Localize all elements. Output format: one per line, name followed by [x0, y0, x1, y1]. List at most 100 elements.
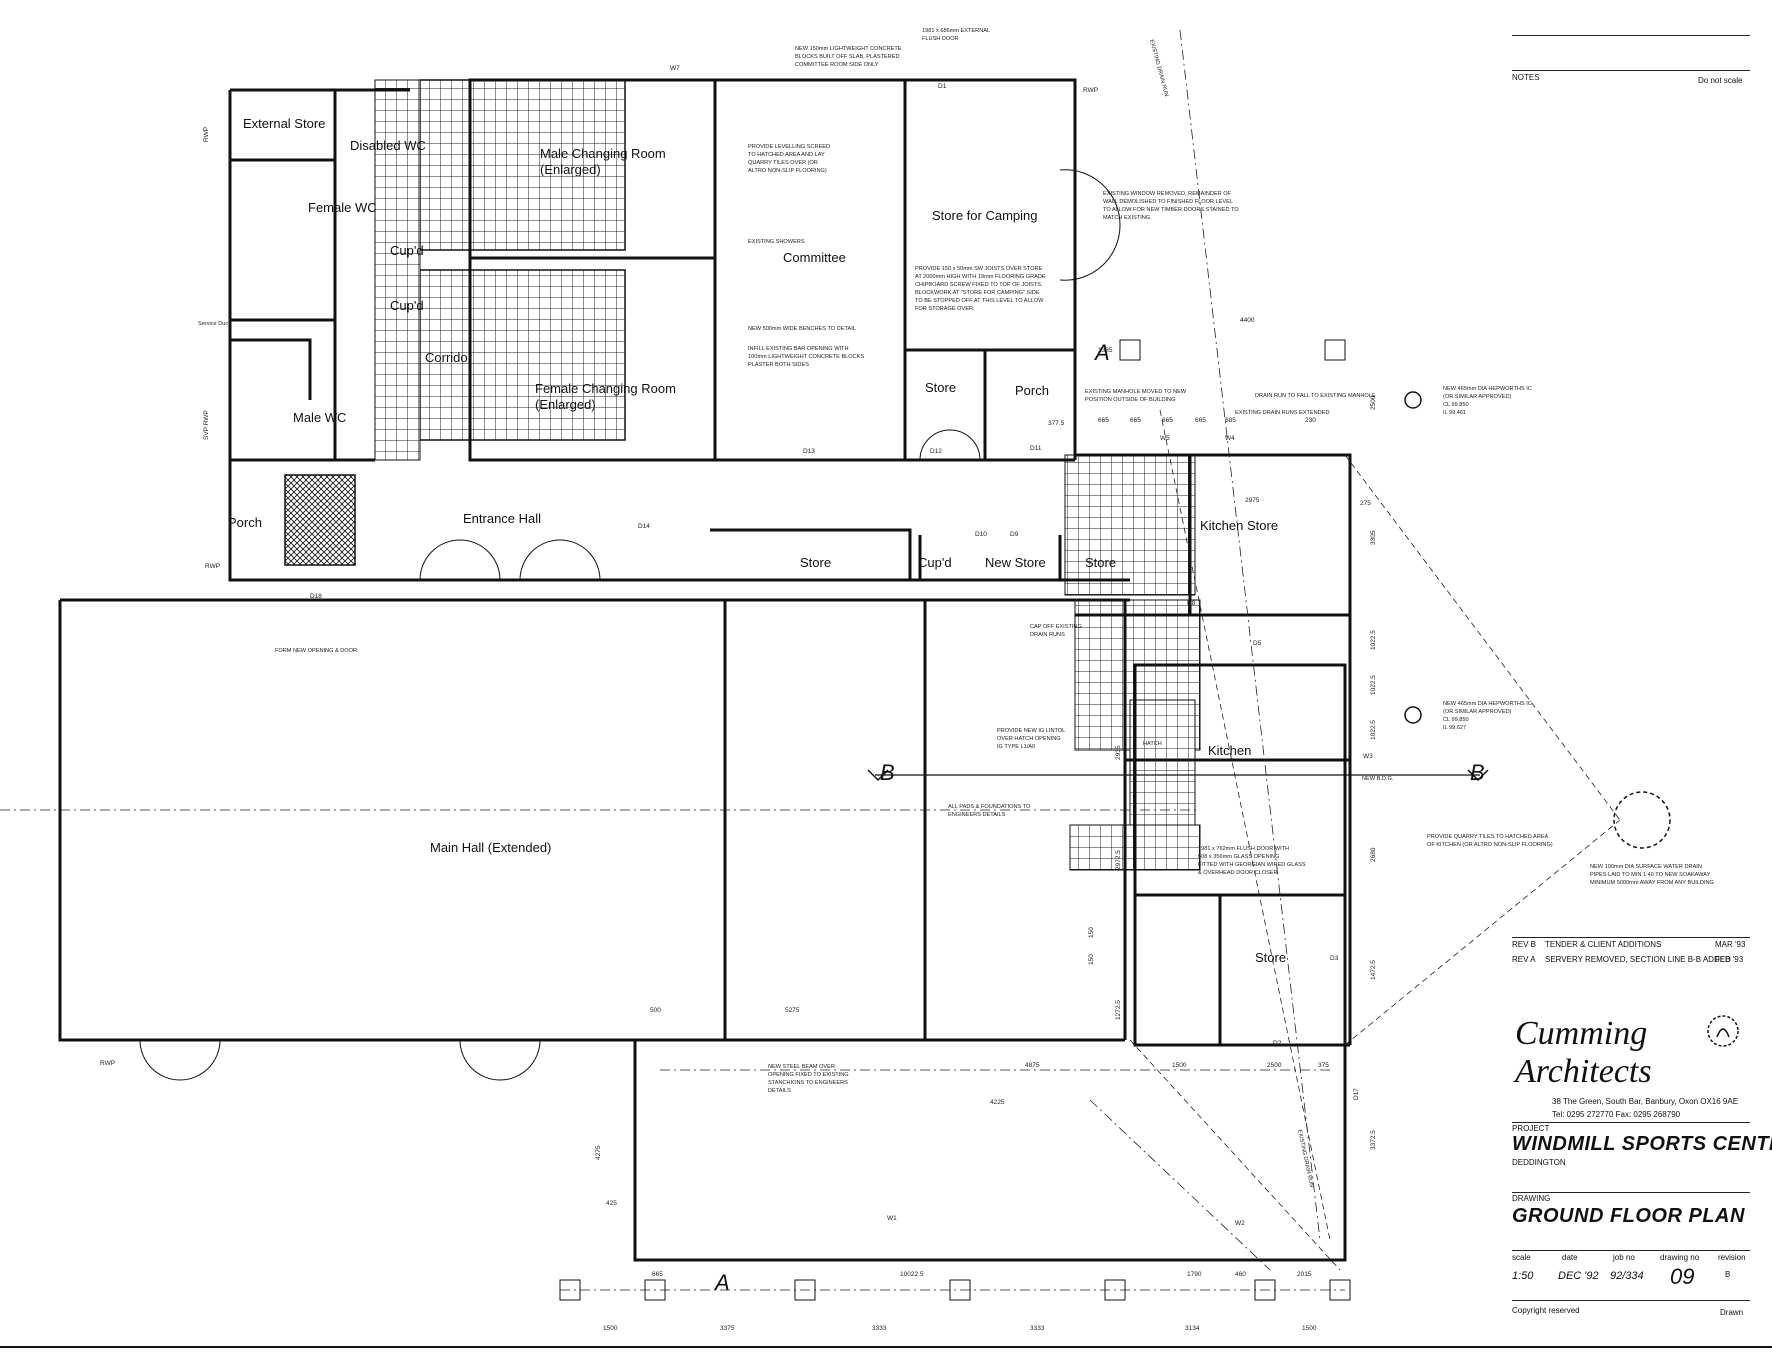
jobno-label: job no	[1613, 1253, 1635, 1262]
svg-text:1790: 1790	[1187, 1271, 1202, 1278]
room-female-changing: Female Changing Room	[535, 381, 676, 396]
room-external-store: External Store	[243, 116, 325, 131]
svg-text:D14: D14	[638, 523, 650, 530]
section-arrow-b-left	[867, 769, 889, 782]
svg-text:D8: D8	[1187, 600, 1196, 607]
svg-text:NEW 465mm DIA HEPWORTHS IC(OR: NEW 465mm DIA HEPWORTHS IC(OR SIMILAR AP…	[1443, 701, 1532, 731]
drawing-name: GROUND FLOOR PLAN	[1512, 1205, 1745, 1227]
svg-text:685: 685	[1225, 417, 1236, 424]
svg-text:NEW 500mm WIDE BENCHES TO DETA: NEW 500mm WIDE BENCHES TO DETAIL	[748, 326, 856, 332]
room-cupd-2: Cup'd	[390, 298, 424, 313]
date-value: DEC '92	[1558, 1270, 1599, 1282]
dimensions: 4400 1385 2500 665 665 665 665 685 230 2…	[595, 317, 1377, 1332]
ic-circle-2	[1404, 706, 1422, 724]
svg-text:D10: D10	[975, 531, 987, 538]
room-male-wc: Male WC	[293, 410, 346, 425]
svg-text:RWP: RWP	[203, 127, 210, 142]
svg-text:3333: 3333	[872, 1325, 887, 1332]
room-main-hall: Main Hall (Extended)	[430, 840, 551, 855]
tiled-areas	[284, 79, 1201, 871]
svg-text:230: 230	[1305, 417, 1316, 424]
rev-a-code: REV A	[1512, 955, 1536, 964]
drawingno-value: 09	[1670, 1264, 1695, 1289]
svg-text:EXISTING DRAIN RUN: EXISTING DRAIN RUN	[1296, 1129, 1314, 1188]
svg-text:665: 665	[1130, 417, 1141, 424]
room-new-store: New Store	[985, 555, 1046, 570]
room-female-changing-sub: (Enlarged)	[535, 397, 596, 412]
do-not-scale-label: Do not scale	[1698, 76, 1743, 85]
notes-label: NOTES	[1512, 73, 1540, 82]
label-service-duct: Service Duct	[198, 321, 230, 327]
svg-text:4225: 4225	[990, 1099, 1005, 1106]
svg-text:1272.5: 1272.5	[1115, 1000, 1122, 1020]
drawing-label: DRAWING	[1512, 1194, 1551, 1203]
room-committee: Committee	[783, 250, 846, 265]
firm-tel: Tel: 0295 272770 Fax: 0295 268790	[1552, 1110, 1681, 1119]
rev-b-code: REV B	[1512, 940, 1537, 949]
svg-text:3372.5: 3372.5	[1370, 1130, 1377, 1150]
rev-a-date: FEB '93	[1715, 955, 1744, 964]
svg-text:4275: 4275	[595, 1145, 602, 1160]
svg-text:W2: W2	[1235, 1220, 1245, 1227]
svg-text:2500: 2500	[1370, 395, 1377, 410]
copyright-label: Copyright reserved	[1512, 1306, 1580, 1315]
svg-text:3375: 3375	[720, 1325, 735, 1332]
scale-value: 1:50	[1512, 1270, 1534, 1282]
svg-text:2680: 2680	[1370, 847, 1377, 862]
svg-text:665: 665	[1195, 417, 1206, 424]
svg-text:665: 665	[1098, 417, 1109, 424]
svg-text:D1: D1	[938, 83, 947, 90]
room-corridor: Corridor	[425, 350, 473, 365]
svg-text:W1: W1	[887, 1215, 897, 1222]
svg-text:NEW B.D.G.: NEW B.D.G.	[1362, 776, 1394, 782]
drawn-label: Drawn	[1720, 1308, 1744, 1317]
project-label: PROJECT	[1512, 1124, 1550, 1133]
svg-text:NEW 465mm DIA HEPWORTHS IC(OR: NEW 465mm DIA HEPWORTHS IC(OR SIMILAR AP…	[1443, 386, 1532, 416]
room-store-camping: Store for Camping	[932, 208, 1038, 223]
ic-circle-1	[1404, 391, 1422, 409]
firm-logo-name: Cumming Architects	[1515, 1015, 1652, 1090]
svg-text:D5: D5	[1253, 640, 1262, 647]
walls	[58, 78, 1352, 1262]
room-cupd-3: Cup'd	[918, 555, 952, 570]
soakaway-circle	[1613, 791, 1671, 849]
svg-text:2975: 2975	[1245, 497, 1260, 504]
svg-text:D12: D12	[930, 448, 942, 455]
svg-text:D13: D13	[803, 448, 815, 455]
svg-text:3134: 3134	[1185, 1325, 1200, 1332]
revision-label: revision	[1718, 1253, 1746, 1262]
room-male-changing: Male Changing Room	[540, 146, 666, 161]
tags: W7 D1 D13 D14 D12 D11 D10 D9 D18 D8 D5 D…	[100, 65, 1373, 1227]
svg-text:2935: 2935	[1115, 745, 1122, 760]
svg-text:1022.5: 1022.5	[1370, 675, 1377, 695]
svg-text:1500: 1500	[603, 1325, 618, 1332]
svg-text:DRAIN RUN TO FALL TO EXISTING: DRAIN RUN TO FALL TO EXISTING MANHOLE	[1255, 393, 1376, 399]
room-store-3: Store	[1085, 555, 1116, 570]
section-b-left: B	[880, 760, 895, 785]
svg-text:RWP: RWP	[1083, 87, 1098, 94]
svg-text:665: 665	[1162, 417, 1173, 424]
drain-lines	[1129, 409, 1621, 1271]
svg-text:RWP: RWP	[100, 1060, 115, 1067]
svg-text:1385: 1385	[1098, 347, 1113, 354]
jobno-value: 92/334	[1610, 1270, 1644, 1282]
room-porch-2: Porch	[228, 515, 262, 530]
svg-text:D11: D11	[1030, 445, 1042, 452]
svg-text:375: 375	[1318, 1062, 1329, 1069]
svg-text:2015: 2015	[1297, 1271, 1312, 1278]
svg-text:150: 150	[1088, 954, 1095, 965]
svg-text:1472.5: 1472.5	[1370, 960, 1377, 980]
svg-text:4875: 4875	[1025, 1062, 1040, 1069]
svg-text:D18: D18	[310, 593, 322, 600]
svg-text:5275: 5275	[785, 1007, 800, 1014]
svg-text:EXISTING DRAIN RUN: EXISTING DRAIN RUN	[1148, 39, 1169, 97]
section-arrow-b-right	[1467, 769, 1489, 782]
section-a-bottom: A	[713, 1270, 730, 1295]
svg-text:D3: D3	[1330, 955, 1339, 962]
